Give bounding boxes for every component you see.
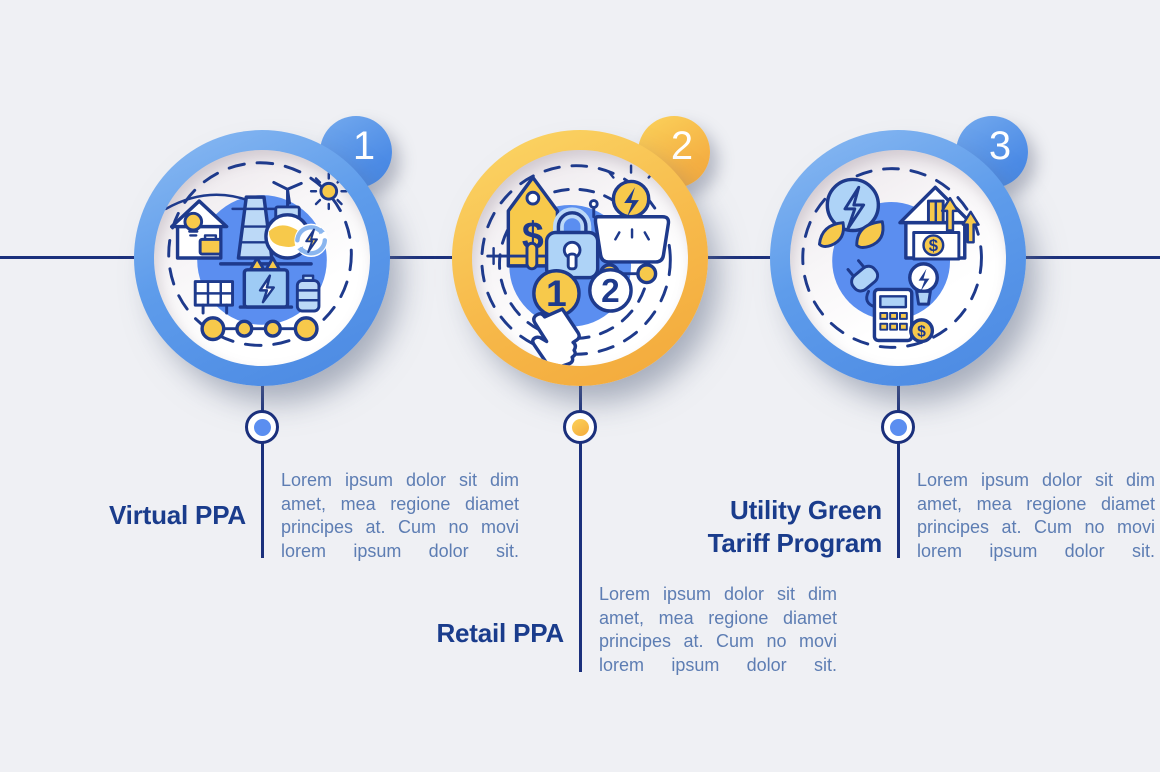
timeline-horizontal-line [0, 256, 1160, 259]
connector-line-1 [260, 382, 264, 558]
sun-icon [309, 172, 348, 211]
step-3-number: 3 [988, 123, 1012, 168]
dashed-circle-inner [498, 187, 651, 340]
bulb-bolt-icon [908, 262, 939, 306]
step-1-number-badge: 1 [320, 116, 392, 188]
coin-icon: $ [909, 318, 935, 344]
house-icon [169, 199, 229, 260]
blue-blob [832, 202, 951, 320]
window-icon [926, 199, 945, 225]
bolt-glyph [918, 268, 930, 292]
step-3-title: Utility Green Tariff Program [707, 495, 883, 558]
connector-line-2 [578, 382, 582, 672]
step-2-title: Retail PPA [436, 618, 564, 648]
solar-panel-icon [193, 280, 235, 315]
timeline-dot-1 [245, 410, 279, 444]
calculator-icon [872, 287, 914, 343]
transformer-icon [238, 256, 294, 309]
battery-icon [295, 274, 321, 313]
blue-blob [509, 204, 632, 327]
dashed-circle [167, 161, 353, 347]
timeline-dot-2 [563, 410, 597, 444]
dollar-glyph: $ [929, 236, 939, 255]
step-1-title: Virtual PPA [109, 500, 246, 530]
up-arrow [961, 210, 980, 244]
briefcase-icon [198, 237, 223, 256]
step-2-number: 2 [670, 123, 694, 168]
step-1-description: Lorem ipsum dolor sit dim amet, mea regi… [281, 470, 519, 561]
hand-cursor-icon [531, 307, 581, 366]
step-3-number-badge: 3 [956, 116, 1028, 188]
price-tag-icon: $ [506, 175, 560, 268]
plug-icon [846, 259, 880, 309]
step-3-description: Lorem ipsum dolor sit dim amet, mea regi… [917, 470, 1155, 561]
bolt-glyph [843, 185, 866, 231]
up-arrow [940, 196, 960, 232]
house-savings-icon [898, 185, 973, 260]
option-one-number: 1 [546, 272, 567, 314]
bolt-glyph [305, 228, 318, 254]
dollar-glyph: $ [522, 214, 544, 258]
lightbulb-icon [183, 211, 204, 232]
option-one-icon: 1 [532, 269, 581, 318]
shopping-cart-icon [586, 199, 671, 285]
bolt-glyph [258, 274, 276, 304]
money-arrows-icon: $ [912, 196, 980, 261]
power-tower-icon [231, 195, 279, 260]
step-1-number: 1 [352, 123, 376, 168]
step-2-number-badge: 2 [638, 116, 710, 188]
timeline-dot-3 [881, 410, 915, 444]
power-wire [164, 193, 252, 211]
wind-turbine-icon [272, 180, 303, 224]
padlock-icon [544, 207, 600, 280]
connector-line-3 [896, 382, 900, 558]
coin-dollar-glyph: $ [917, 324, 926, 341]
dashed-circle-outer [480, 164, 672, 356]
bolt-glyph [624, 187, 639, 217]
blue-blob [197, 195, 327, 325]
globe-renewal-icon [264, 213, 328, 260]
leaves-icon [817, 220, 885, 249]
option-two-number: 2 [601, 273, 620, 310]
bolt-circle-icon [825, 177, 881, 233]
bolt-badge-icon [608, 164, 654, 219]
node-chain-icon [200, 316, 319, 342]
step-2-description: Lorem ipsum dolor sit dim amet, mea regi… [599, 584, 837, 675]
option-two-icon: 2 [588, 268, 633, 313]
